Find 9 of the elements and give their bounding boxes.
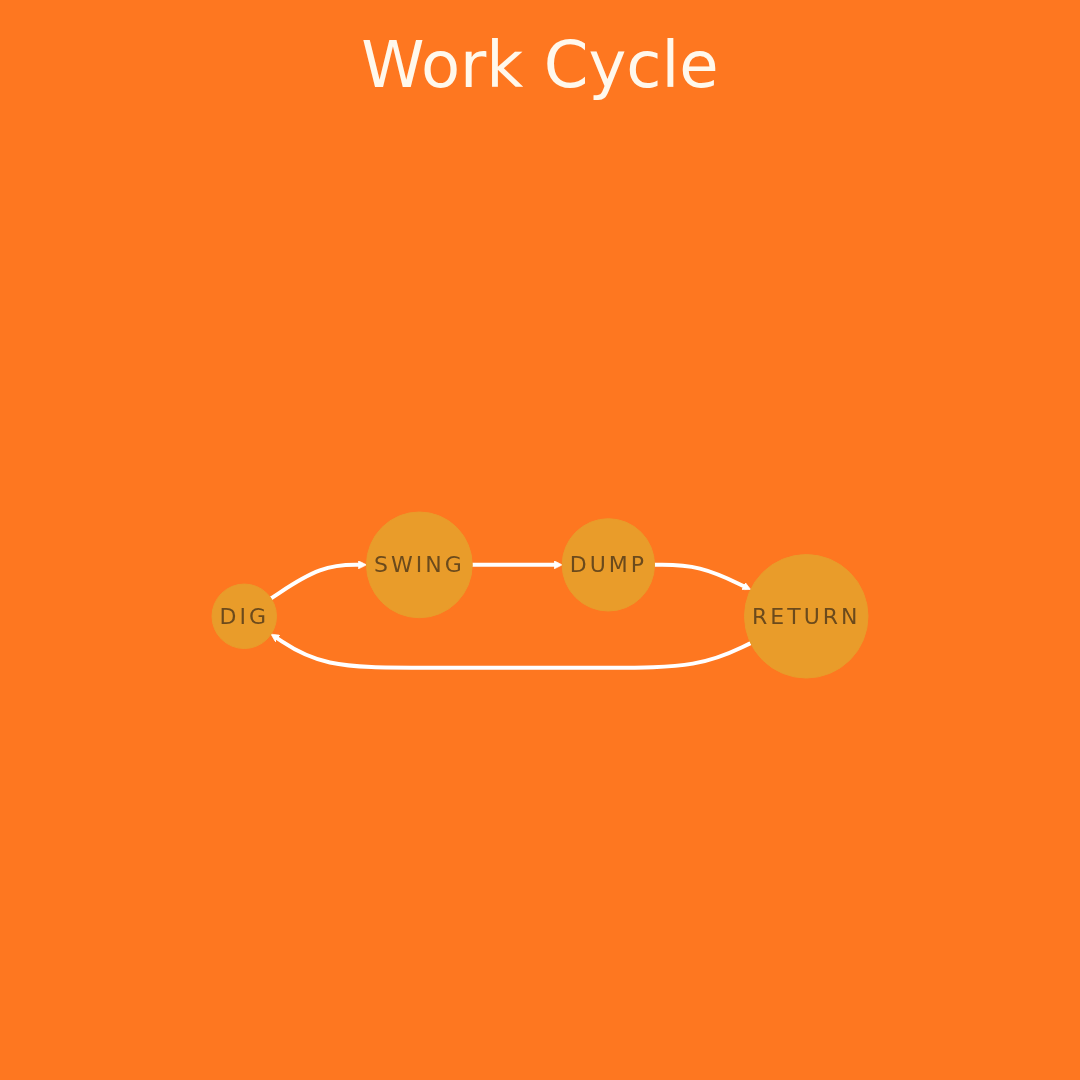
arrow bbox=[472, 560, 563, 570]
arrow bbox=[270, 633, 752, 670]
arrow bbox=[654, 562, 751, 590]
diagram-title: Work Cycle bbox=[360, 30, 720, 101]
node-circle: DIG bbox=[211, 583, 277, 649]
node-circle: RETURN bbox=[744, 554, 869, 679]
arrow bbox=[269, 560, 367, 601]
node-circle: SWING bbox=[366, 511, 473, 619]
node-circle: DUMP bbox=[561, 518, 655, 612]
